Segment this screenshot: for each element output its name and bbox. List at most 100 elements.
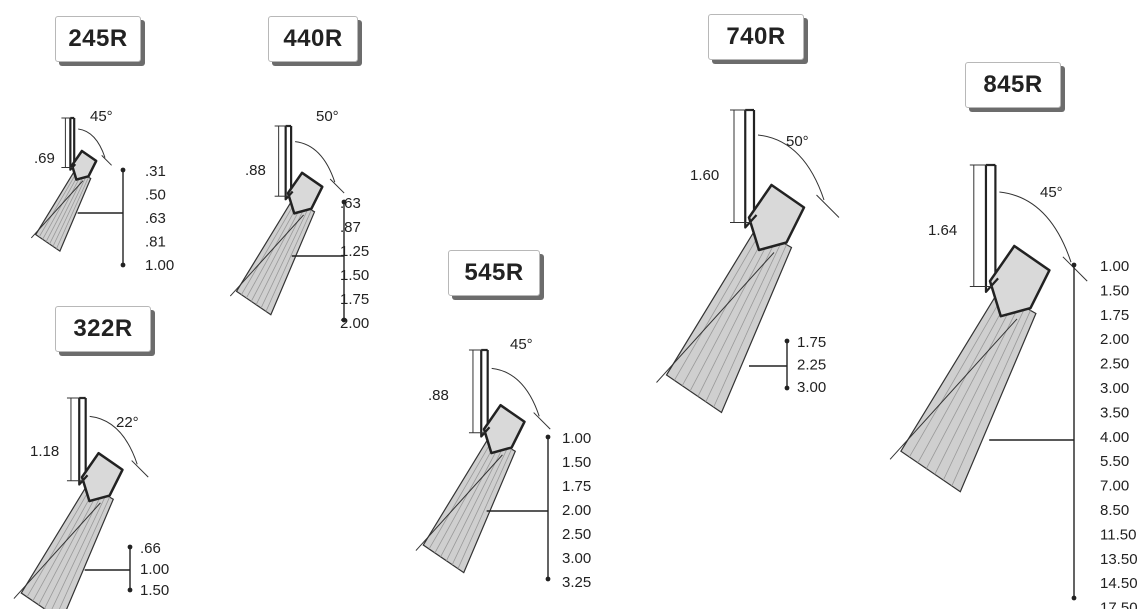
bristle-fiber: [51, 494, 107, 609]
length-option: 1.50: [340, 267, 369, 284]
range-dot-bottom: [784, 385, 790, 391]
bristle-fiber: [32, 488, 96, 602]
bristle-fiber: [42, 172, 81, 240]
bristle-fiber: [451, 446, 509, 565]
mounting-spine: [984, 165, 999, 293]
height-label: .69: [34, 150, 55, 167]
length-option: 1.00: [140, 561, 169, 578]
range-dot-top: [127, 544, 133, 550]
length-option: 8.50: [1100, 502, 1129, 519]
angle-reference-line: [329, 178, 345, 194]
brush-holder: [70, 149, 98, 181]
length-option: 3.00: [797, 379, 826, 396]
angle-label: 22°: [116, 414, 139, 431]
length-option: 13.50: [1100, 551, 1138, 568]
length-option: 5.50: [1100, 453, 1129, 470]
angle-reference-line: [533, 412, 551, 430]
length-option: 1.75: [1100, 307, 1129, 324]
bristle-fiber: [942, 307, 1026, 481]
length-option: .87: [340, 219, 361, 236]
length-option: .63: [340, 195, 361, 212]
bristle-fiber: [26, 486, 92, 598]
bristle-fiber: [951, 310, 1031, 487]
bristle-fiber: [713, 244, 787, 408]
bristle-strip: [235, 198, 316, 316]
range-dot-bottom: [341, 317, 347, 323]
bristle-strip: [665, 226, 793, 414]
bristle-fiber: [689, 235, 772, 392]
angle-label: 50°: [316, 108, 339, 125]
angle-label: 50°: [786, 133, 809, 150]
bristle-strip: [422, 435, 517, 574]
length-option: 1.00: [1100, 258, 1129, 275]
bristle-fiber: [440, 442, 501, 558]
angle-reference-line: [1062, 256, 1088, 282]
length-option: .63: [145, 210, 166, 227]
range-dot-bottom: [1071, 595, 1077, 601]
bristle-fiber: [250, 204, 303, 302]
mounting-spine: [284, 126, 294, 201]
height-label: 1.64: [928, 222, 957, 239]
bristle-fiber: [909, 294, 1004, 458]
length-option: 3.00: [562, 550, 591, 567]
angle-arc: [89, 415, 138, 465]
angle-arc: [491, 367, 540, 417]
angle-reference-line: [101, 155, 112, 166]
length-option: .81: [145, 234, 166, 251]
range-dot-bottom: [120, 262, 126, 268]
length-option: 1.00: [562, 430, 591, 447]
bristle-fiber: [681, 233, 767, 386]
model-label-845R: 845R: [965, 62, 1061, 108]
length-option: 1.75: [797, 334, 826, 351]
mounting-spine: [480, 350, 491, 438]
bristle-fiber: [434, 440, 498, 554]
model-label-322R: 322R: [55, 306, 151, 352]
height-label: 1.60: [690, 167, 719, 184]
range-dot-top: [120, 167, 126, 173]
length-option: 2.00: [340, 315, 369, 332]
bristle-fiber: [241, 200, 297, 295]
length-option: 3.50: [1100, 404, 1129, 421]
length-option: 3.25: [562, 574, 591, 591]
length-option: 1.50: [140, 582, 169, 599]
bristle-fiber: [56, 177, 89, 249]
length-dimension-line: [229, 214, 304, 297]
length-option: 1.50: [1100, 282, 1129, 299]
model-label-740R: 740R: [708, 14, 804, 60]
length-option: 1.50: [562, 454, 591, 471]
angle-label: 45°: [510, 336, 533, 353]
bristle-fiber: [428, 438, 494, 550]
length-option: 17.50: [1100, 600, 1138, 609]
length-option: 1.25: [340, 243, 369, 260]
brush-holder: [747, 183, 806, 252]
bristle-fiber: [52, 175, 87, 247]
bristle-fiber: [58, 496, 110, 609]
bristle-fiber: [260, 208, 309, 309]
length-option: .31: [145, 163, 166, 180]
angle-arc: [78, 128, 106, 158]
angle-label: 45°: [90, 108, 113, 125]
range-dot-top: [784, 338, 790, 344]
brush-holder: [286, 171, 324, 215]
brush-holder: [80, 451, 124, 503]
angle-arc: [757, 134, 825, 201]
length-dimension-line: [889, 318, 1018, 460]
range-dot-bottom: [127, 587, 133, 593]
length-option: 14.50: [1100, 575, 1138, 592]
range-dot-bottom: [545, 576, 551, 582]
profile-845R: 1.6445°1.001.501.752.002.503.003.504.005…: [889, 163, 1138, 609]
range-dot-top: [341, 199, 347, 205]
angle-label: 45°: [1040, 184, 1063, 201]
model-label-440R: 440R: [268, 16, 358, 62]
height-label: .88: [428, 387, 449, 404]
length-option: 7.00: [1100, 478, 1129, 495]
length-option: 11.50: [1100, 526, 1136, 543]
length-option: 2.50: [562, 526, 591, 543]
mounting-spine: [69, 118, 77, 171]
angle-arc: [999, 191, 1072, 263]
